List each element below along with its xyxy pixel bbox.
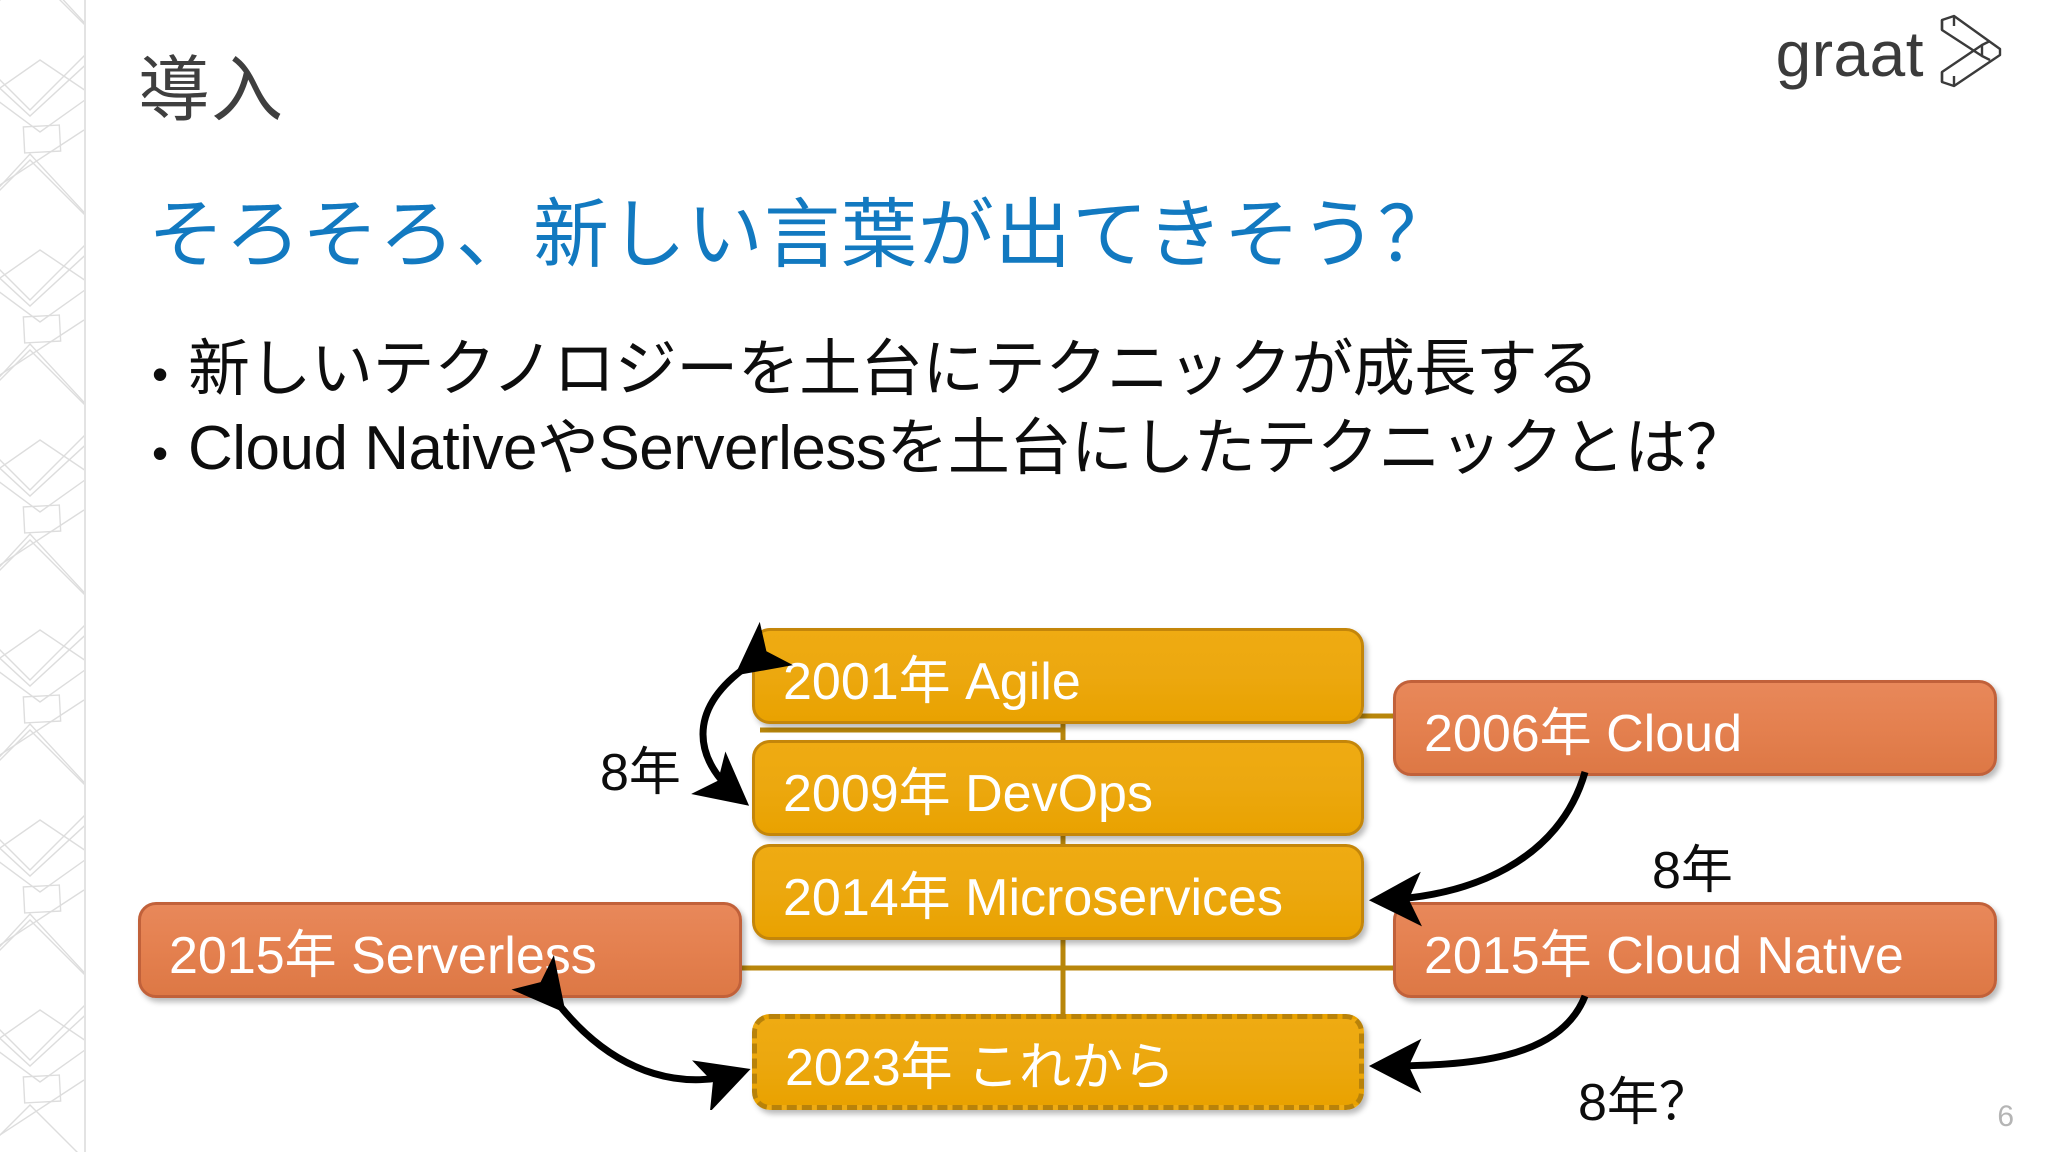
chevron-3d-icon [1930, 14, 2006, 93]
bullet-marker-icon: • [152, 427, 169, 480]
decorative-lattice-pattern [0, 0, 84, 1152]
node-korekara[interactable]: 2023年 これから [752, 1014, 1364, 1110]
bullet-marker-icon: • [152, 348, 169, 400]
page-title: 導入 [138, 51, 285, 131]
node-label: 2009年 DevOps [783, 764, 1153, 823]
list-item: • Cloud NativeやServerlessを土台にしたテクニックとは？ [152, 409, 2002, 488]
left-divider-rule [84, 0, 86, 1152]
brand-logo-text: graat [1775, 17, 1924, 90]
bullet-text: Cloud NativeやServerlessを土台にしたテクニックとは？ [188, 414, 1748, 484]
timeline-diagram: 2001年 Agile 2009年 DevOps 2014年 Microserv… [0, 610, 2048, 1132]
node-label: 2001年 Agile [783, 652, 1081, 711]
section-subtitle: そろそろ、新しい言葉が出てきそう？ [148, 193, 1455, 278]
bullet-text: 新しいテクノロジーを土台にテクニックが成長する [188, 335, 1599, 404]
node-microservices[interactable]: 2014年 Microservices [752, 844, 1364, 940]
node-cloud[interactable]: 2006年 Cloud [1393, 680, 1997, 776]
node-label: 2015年 Cloud Native [1424, 926, 1904, 985]
node-label: 2015年 Serverless [169, 926, 597, 985]
bullet-list: • 新しいテクノロジーを土台にテクニックが成長する • Cloud Native… [152, 330, 2002, 489]
page-number: 6 [1997, 1100, 2014, 1133]
node-label: 2023年 これから [785, 1038, 1176, 1097]
gap-label-cloud-microservices: 8年 [1652, 842, 1733, 900]
node-agile[interactable]: 2001年 Agile [752, 628, 1364, 724]
gap-label-agile-devops: 8年 [600, 744, 681, 802]
gap-label-cloudnative-korekara: 8年？ [1578, 1074, 1711, 1132]
list-item: • 新しいテクノロジーを土台にテクニックが成長する [152, 330, 2002, 409]
node-serverless[interactable]: 2015年 Serverless [138, 902, 742, 998]
node-label: 2006年 Cloud [1424, 704, 1742, 763]
brand-logo: graat [1776, 14, 2006, 93]
node-label: 2014年 Microservices [783, 868, 1283, 927]
node-devops[interactable]: 2009年 DevOps [752, 740, 1364, 836]
node-cloud-native[interactable]: 2015年 Cloud Native [1393, 902, 1997, 998]
